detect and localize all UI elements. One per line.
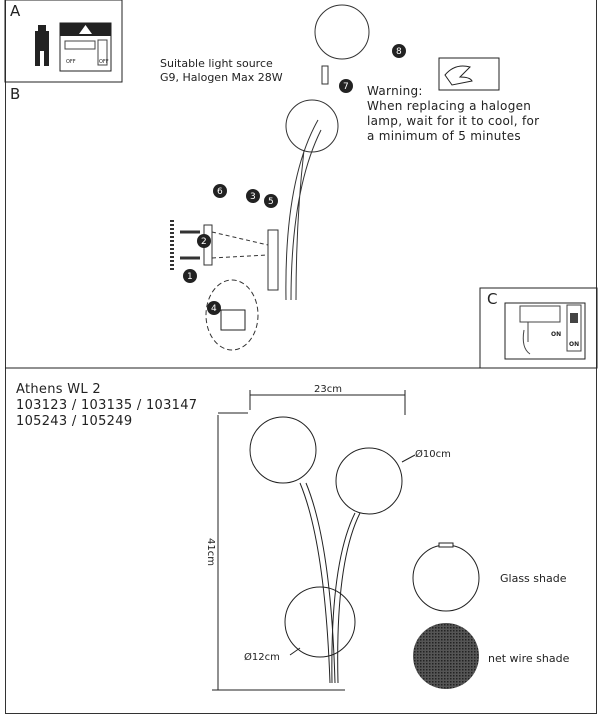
glass-shade-icon <box>412 544 480 612</box>
net-wire-shade-icon <box>413 623 479 689</box>
part-8-icon <box>392 44 406 58</box>
warning-line-2: lamp, wait for it to cool, for <box>367 114 540 128</box>
part-5-icon <box>264 194 278 208</box>
part-4-label: 4 <box>211 304 217 314</box>
part-8-label: 8 <box>396 47 402 57</box>
warning-title: Warning: <box>367 84 423 98</box>
net-wire-shade-label: net wire shade <box>488 652 570 665</box>
part-7-label: 7 <box>343 82 349 92</box>
section-b-label: B <box>10 85 21 103</box>
section-a-label: A <box>10 2 21 20</box>
part-2-icon <box>197 234 211 248</box>
switch-off-label: OFF <box>99 59 109 65</box>
part-7-icon <box>339 79 353 93</box>
part-1-icon <box>183 269 197 283</box>
globe-right <box>335 447 403 515</box>
part-1-label: 1 <box>187 272 193 282</box>
part-2-label: 2 <box>201 237 207 247</box>
light-source-line-2: G9, Halogen Max 28W <box>160 71 283 84</box>
part-4-icon <box>207 301 221 315</box>
width-dimension: 23cm <box>314 384 342 395</box>
switch-on-label: ON <box>551 331 562 338</box>
globe-left <box>249 416 317 484</box>
product-codes-line-2: 105243 / 105249 <box>16 414 133 429</box>
glass-shade-label: Glass shade <box>500 572 567 585</box>
electrician-icon <box>35 25 49 66</box>
part-3-icon <box>246 189 260 203</box>
shade-diameter: Ø10cm <box>415 449 451 460</box>
warning-line-3: a minimum of 5 minutes <box>367 129 521 143</box>
base-diameter: Ø12cm <box>244 652 280 663</box>
part-6-label: 6 <box>217 187 223 197</box>
hot-lamp-icon <box>438 57 500 91</box>
part-5-label: 5 <box>268 197 274 207</box>
warning-line-1: When replacing a halogen <box>367 99 532 113</box>
product-name: Athens WL 2 <box>16 382 101 397</box>
switch-on-label: ON <box>569 341 580 348</box>
part-6-icon <box>213 184 227 198</box>
section-c-label: C <box>487 290 498 308</box>
light-source-line-1: Suitable light source <box>160 57 273 70</box>
switch-off-label: OFF <box>66 59 76 65</box>
wall-plate <box>284 586 356 658</box>
product-codes-line-1: 103123 / 103135 / 103147 <box>16 398 198 413</box>
height-dimension: 41cm <box>204 538 216 566</box>
part-3-label: 3 <box>250 192 256 202</box>
box-a <box>4 0 123 83</box>
